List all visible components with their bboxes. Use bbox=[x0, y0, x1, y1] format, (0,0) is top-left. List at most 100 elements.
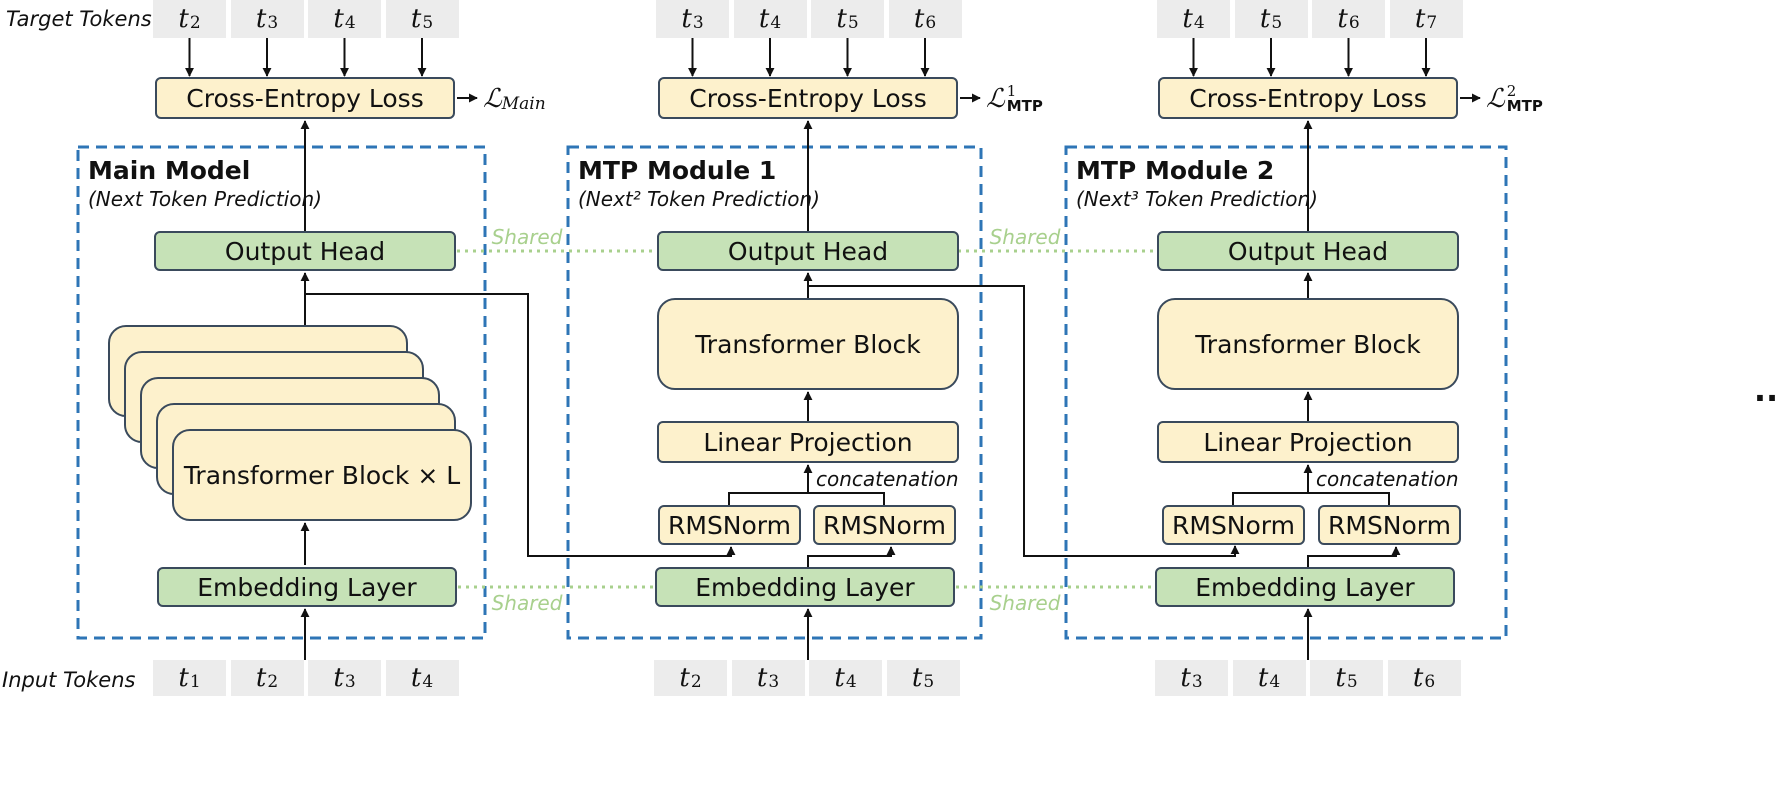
token-symbol: t bbox=[1337, 4, 1348, 34]
concatenation-label: concatenation bbox=[1316, 467, 1459, 491]
token-symbol: t bbox=[756, 663, 768, 693]
target-tokens-label: Target Tokens bbox=[6, 7, 152, 31]
token-index: 2 bbox=[690, 672, 702, 692]
rmsnorm-right-box: RMSNorm bbox=[813, 505, 956, 545]
token-symbol: t bbox=[1335, 663, 1346, 693]
output-head-box: Output Head bbox=[657, 231, 959, 271]
hidden-state-path bbox=[808, 285, 1240, 557]
loss-subscript: MTP bbox=[1006, 97, 1043, 115]
token-index: 4 bbox=[344, 13, 356, 33]
rmsnorm-left-box: RMSNorm bbox=[658, 505, 801, 545]
token-index: 6 bbox=[925, 13, 937, 33]
token-index: 5 bbox=[422, 13, 434, 33]
embedding-to-rmsnorm-arrow bbox=[807, 546, 896, 567]
loss-script-l: ℒ bbox=[986, 84, 1005, 114]
module-frame bbox=[566, 145, 983, 640]
token-symbol: t bbox=[911, 663, 923, 693]
module-title: Main Model bbox=[88, 155, 251, 185]
transformer-block-main: Transformer Block × L bbox=[172, 429, 472, 521]
token-symbol: t bbox=[1259, 4, 1271, 34]
module-frame bbox=[76, 145, 487, 640]
token-index: 2 bbox=[189, 13, 201, 33]
transformer-block-box: Transformer Block bbox=[657, 298, 959, 390]
token-index: 3 bbox=[1191, 672, 1203, 692]
token-symbol: t bbox=[679, 663, 690, 693]
token-symbol: t bbox=[834, 663, 845, 693]
shared-label: Shared bbox=[491, 591, 563, 615]
token-symbol: t bbox=[1412, 663, 1424, 693]
output-head-box: Output Head bbox=[1157, 231, 1459, 271]
loss-superscript: 2 bbox=[1506, 82, 1517, 100]
linear-projection-box: Linear Projection bbox=[1157, 421, 1459, 463]
token-index: 3 bbox=[267, 13, 279, 33]
shared-label: Shared bbox=[989, 591, 1061, 615]
module-title: MTP Module 1 bbox=[578, 155, 777, 185]
token-index: 3 bbox=[344, 672, 356, 692]
token-symbol: t bbox=[758, 4, 770, 34]
output-head-box: Output Head bbox=[154, 231, 456, 271]
module-frame bbox=[1064, 145, 1508, 640]
concat-bracket bbox=[1232, 492, 1390, 505]
token-index: 4 bbox=[422, 672, 434, 692]
embedding-layer-box: Embedding Layer bbox=[1155, 567, 1455, 607]
loss-script-l: ℒ bbox=[483, 84, 502, 114]
token-index: 5 bbox=[923, 672, 935, 692]
embedding-to-rmsnorm-arrow bbox=[1307, 546, 1401, 567]
continuation-ellipsis: ·· bbox=[1753, 379, 1779, 417]
token-index: 6 bbox=[1424, 672, 1436, 692]
token-symbol: t bbox=[255, 4, 267, 34]
token-index: 4 bbox=[845, 672, 857, 692]
token-symbol: t bbox=[410, 663, 422, 693]
cross-entropy-loss-box: Cross-Entropy Loss bbox=[155, 77, 455, 119]
module-subtitle: (Next Token Prediction) bbox=[88, 187, 322, 211]
token-index: 5 bbox=[1346, 672, 1358, 692]
embedding-layer-box: Embedding Layer bbox=[655, 567, 955, 607]
shared-label: Shared bbox=[989, 225, 1061, 249]
token-symbol: t bbox=[255, 663, 267, 693]
loss-subscript: Main bbox=[501, 94, 546, 114]
embedding-layer-box: Embedding Layer bbox=[157, 567, 457, 607]
token-index: 5 bbox=[1271, 13, 1283, 33]
concat-bracket bbox=[728, 492, 885, 505]
linear-projection-box: Linear Projection bbox=[657, 421, 959, 463]
loss-script-l: ℒ bbox=[1486, 84, 1505, 114]
hidden-state-path bbox=[305, 293, 736, 557]
token-symbol: t bbox=[333, 663, 344, 693]
module-subtitle: (Next³ Token Prediction) bbox=[1076, 187, 1318, 211]
token-index: 3 bbox=[768, 672, 780, 692]
token-symbol: t bbox=[1414, 4, 1426, 34]
token-symbol: t bbox=[333, 4, 344, 34]
token-index: 4 bbox=[1193, 13, 1205, 33]
token-symbol: t bbox=[836, 4, 847, 34]
module-title: MTP Module 2 bbox=[1076, 155, 1275, 185]
token-index: 4 bbox=[1269, 672, 1281, 692]
token-symbol: t bbox=[410, 4, 422, 34]
token-index: 5 bbox=[847, 13, 859, 33]
token-index: 3 bbox=[692, 13, 704, 33]
token-symbol: t bbox=[1257, 663, 1269, 693]
token-index: 2 bbox=[267, 672, 279, 692]
token-symbol: t bbox=[178, 663, 189, 693]
